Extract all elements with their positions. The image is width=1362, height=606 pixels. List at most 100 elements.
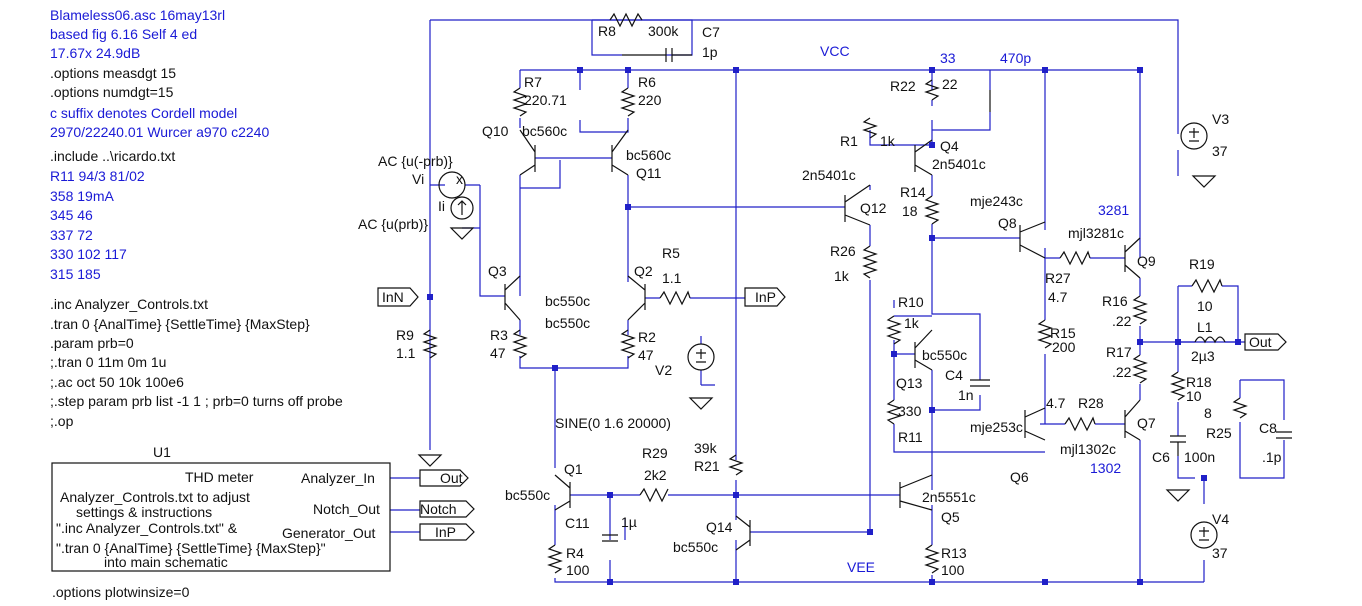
label-r27-value: 4.7 (1048, 289, 1068, 305)
spice-directive: .param prb=0 (50, 335, 134, 351)
label-r17-value: .22 (1112, 364, 1132, 380)
note-line: 17.67x 24.9dB (50, 45, 140, 61)
label-v3-value: 37 (1212, 143, 1228, 159)
label-q1-value: bc550c (505, 487, 550, 503)
spice-directive: .options numdgt=15 (50, 84, 174, 100)
label-c6-ref: C6 (1152, 449, 1170, 465)
label-r15-ref: R15 (1050, 325, 1076, 341)
label-r6-value: 220 (638, 92, 662, 108)
label-r15-value: 200 (1052, 339, 1076, 355)
net-flag-label: InP (435, 524, 456, 540)
spice-directive: .options measdgt 15 (50, 65, 176, 81)
label-v4-value: 37 (1212, 545, 1228, 561)
label-r28-ref: R28 (1078, 395, 1104, 411)
label-q2-value: bc550c (545, 315, 590, 331)
label-r5-value: 1.1 (662, 270, 682, 286)
label-r4-value: 100 (566, 562, 590, 578)
note-line: based fig 6.16 Self 4 ed (50, 26, 197, 42)
label-r13-value: 100 (941, 562, 965, 578)
label-c4-ref: C4 (945, 367, 963, 383)
spice-directive: .include ..\ricardo.txt (50, 148, 175, 164)
label-r22-ref: R22 (890, 78, 916, 94)
label-q2-ref: Q2 (634, 263, 653, 279)
label-r16-ref: R16 (1102, 293, 1128, 309)
label-q6-value: mje253c (970, 419, 1023, 435)
label-r14-ref: R14 (900, 184, 926, 200)
label-q11-value: bc560c (626, 147, 671, 163)
net-tag: 1302 (1090, 460, 1121, 476)
label-r26-value: 1k (834, 268, 850, 284)
label-q7-ref: Q7 (1137, 415, 1156, 431)
label-r1-value: 1k (880, 133, 896, 149)
u1-body: ".tran 0 {AnalTime} {SettleTime} {MaxSte… (56, 540, 326, 556)
probe-ac-top: AC {u(-prb)} (378, 153, 453, 169)
spice-directive: ;.ac oct 50 10k 100e6 (50, 374, 184, 390)
u1-ref: U1 (153, 444, 171, 460)
label-q14-value: bc550c (673, 539, 718, 555)
net-flags (377, 287, 1287, 541)
note-line: 358 19mA (50, 188, 114, 204)
label-r29-value: 2k2 (644, 467, 667, 483)
sine-source-label: SINE(0 1.6 20000) (555, 415, 671, 431)
label-r28-value: 4.7 (1046, 395, 1066, 411)
net-tag: 33 (940, 50, 956, 66)
probe-ii: Ii (438, 198, 445, 214)
u1-pin-label: Notch_Out (313, 501, 380, 517)
u1-body: Analyzer_Controls.txt to adjust (60, 489, 250, 505)
label-c7-ref: C7 (702, 24, 720, 40)
label-q13-value: bc550c (922, 347, 967, 363)
note-line: Blameless06.asc 16may13rl (50, 7, 225, 23)
label-q11-ref: Q11 (636, 165, 662, 181)
label-q1-ref: Q1 (564, 461, 583, 477)
label-r27-ref: R27 (1045, 270, 1071, 286)
label-r16-value: .22 (1112, 313, 1132, 329)
label-q10-value: bc560c (522, 123, 567, 139)
u1-body: settings & instructions (76, 504, 212, 520)
label-r2-ref: R2 (638, 329, 656, 345)
label-l1-ref: L1 (1197, 319, 1213, 335)
label-q7-value: mjl1302c (1060, 441, 1116, 457)
u1-title: THD meter (185, 469, 254, 485)
label-r14-value: 18 (902, 203, 918, 219)
net-vcc: VCC (820, 43, 850, 59)
u1-pin-label: Analyzer_In (301, 470, 375, 486)
spice-directive: ;.op (50, 413, 74, 429)
label-q6-ref: Q6 (1010, 469, 1029, 485)
spice-directive: ;.step param prb list -1 1 ; prb=0 turns… (50, 393, 343, 409)
label-q12-ref: Q12 (860, 200, 887, 216)
label-q14-ref: Q14 (706, 519, 733, 535)
net-flag-label: InP (755, 289, 776, 305)
label-q10-ref: Q10 (482, 123, 509, 139)
label-r11-ref: R11 (898, 429, 923, 445)
u1-body: ".inc Analyzer_Controls.txt" & (56, 520, 238, 536)
label-r17-ref: R17 (1106, 344, 1132, 360)
label-q4-ref: Q4 (940, 138, 959, 154)
label-r2-value: 47 (638, 347, 654, 363)
label-q8-value: mje243c (970, 193, 1023, 209)
label-q13-ref: Q13 (896, 375, 923, 391)
label-v2-ref: V2 (655, 362, 672, 378)
notes-blue: Blameless06.asc 16may13rl based fig 6.16… (50, 7, 269, 282)
net-flag-label: Out (1249, 334, 1272, 350)
label-c11-value: 1µ (621, 514, 637, 530)
label-q4-value: 2n5401c (932, 156, 986, 172)
label-r29-ref: R29 (642, 445, 668, 461)
label-r26-ref: R26 (830, 243, 856, 259)
spice-directive: ;.tran 0 11m 0m 1u (50, 354, 166, 370)
label-r3-value: 47 (490, 345, 506, 361)
u1-body: into main schematic (104, 554, 228, 570)
note-line: 2970/22240.01 Wurcer a970 c2240 (50, 124, 269, 140)
u1-labels: U1 THD meter Analyzer_Controls.txt to ad… (56, 444, 463, 570)
label-q9-ref: Q9 (1137, 253, 1156, 269)
label-r8-ref: R8 (598, 23, 616, 39)
label-v4-ref: V4 (1212, 511, 1229, 527)
label-q9-value: mjl3281c (1068, 225, 1124, 241)
note-line: 330 102 117 (50, 246, 127, 262)
probe-ac-bottom: AC {u(prb)} (358, 216, 428, 232)
probe-x: x (456, 171, 463, 187)
net-flag-label: InN (382, 289, 404, 305)
label-r7-ref: R7 (524, 74, 542, 90)
note-line: 315 185 (50, 266, 101, 282)
probe-labels: AC {u(-prb)} AC {u(prb)} Vi Ii x (358, 153, 463, 232)
